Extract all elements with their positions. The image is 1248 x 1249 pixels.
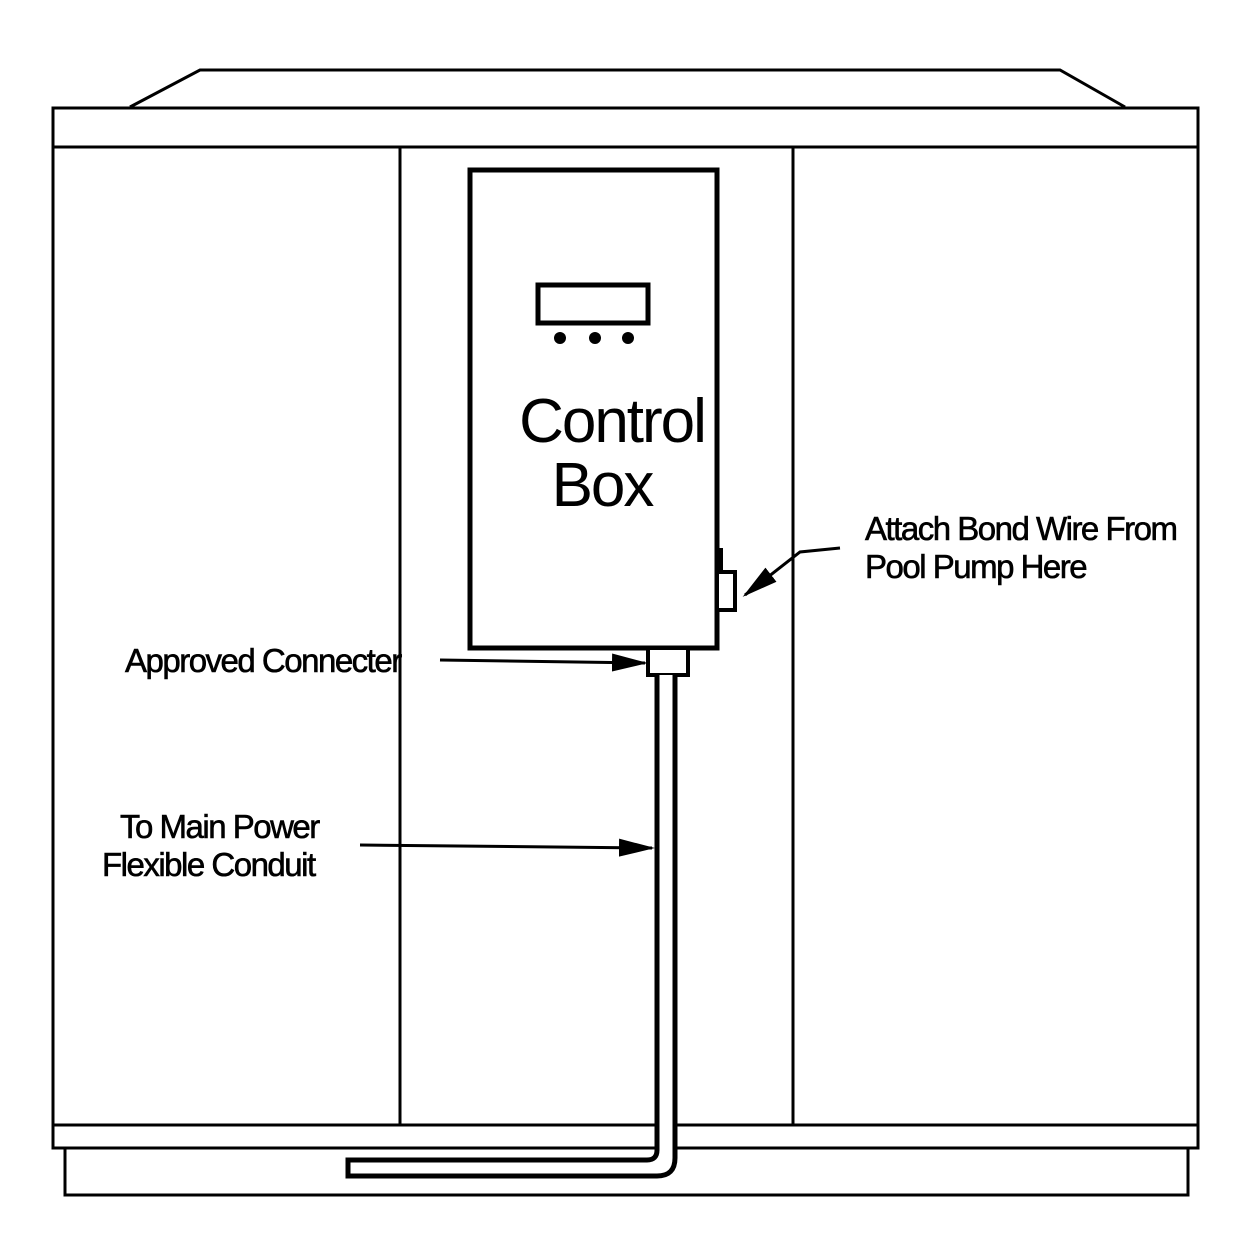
bond-tab <box>717 548 723 570</box>
control-box-enclosure <box>467 167 720 651</box>
bond-lug <box>715 570 737 612</box>
button-dot <box>554 332 566 344</box>
heater-unit <box>51 68 1200 1197</box>
control-box: Control Box <box>467 167 737 677</box>
flexible-conduit <box>345 675 678 1179</box>
control-box-label: Control <box>519 387 705 456</box>
connector-label: Approved Connecter <box>125 642 402 679</box>
base <box>63 1148 1190 1197</box>
display-screen <box>535 282 651 326</box>
conduit-arrow <box>359 838 655 857</box>
control-box-label: Box <box>552 451 655 520</box>
top-cover <box>129 68 1126 109</box>
top-band <box>51 106 1200 149</box>
bond-wire-label: Attach Bond Wire From <box>865 510 1176 547</box>
conduit-pipe <box>345 675 678 1179</box>
conduit-label: Flexible Conduit <box>102 846 316 883</box>
bond-wire-label: Pool Pump Here <box>865 548 1086 585</box>
bottom-band <box>51 1123 1200 1150</box>
callouts: Attach Bond Wire From Pool Pump Here App… <box>102 510 1179 884</box>
conduit-label: To Main Power <box>120 808 320 845</box>
connector-arrow <box>439 653 648 672</box>
bond-arrow <box>742 546 841 597</box>
button-dot <box>589 332 601 344</box>
button-dot <box>622 332 634 344</box>
approved-connector <box>646 646 690 677</box>
